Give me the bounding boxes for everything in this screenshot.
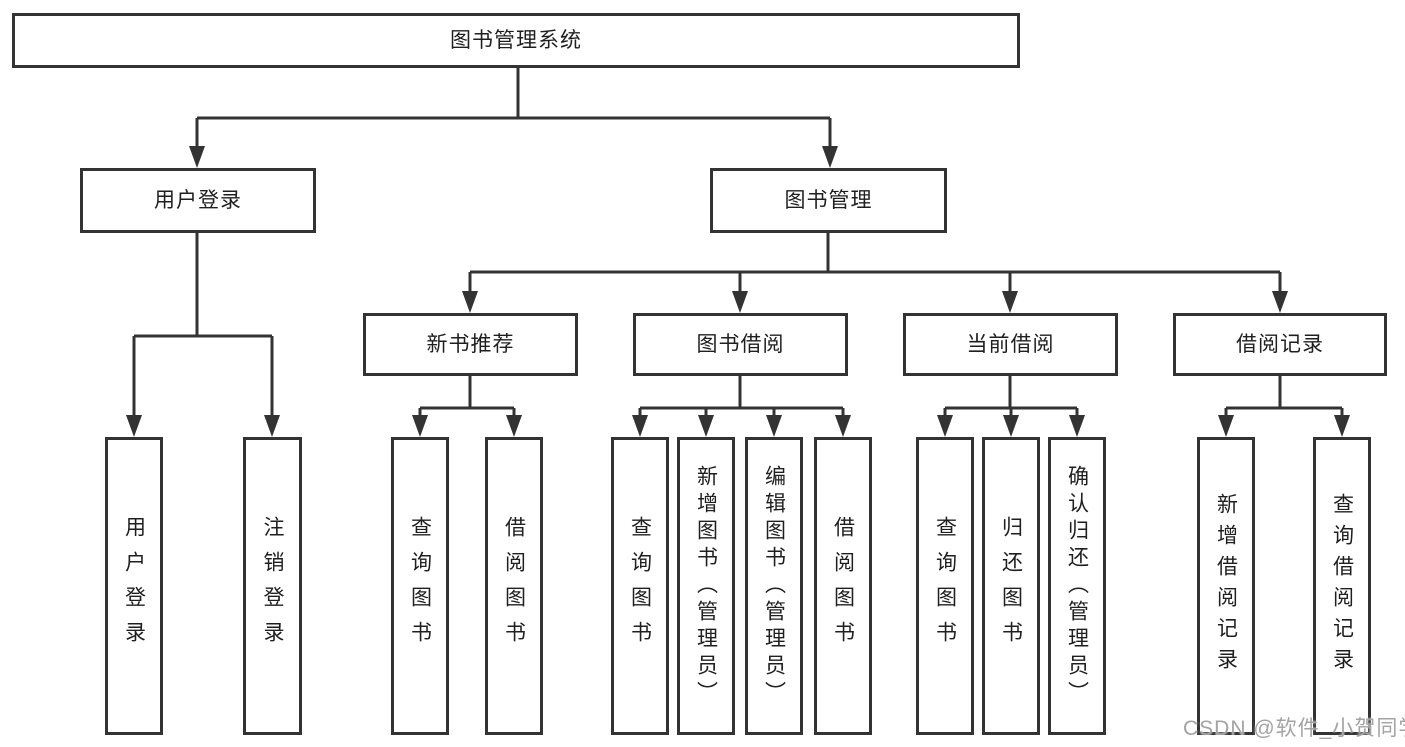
arrowhead-icon [835, 415, 851, 437]
node-book-mgmt: 图书管理 [710, 168, 947, 233]
node-leaf-borrow-book-1: 借阅图书 [485, 437, 543, 735]
node-leaf-query-book-3: 查询图书 [916, 437, 974, 735]
connector-book-mgmt-to-level3 [468, 233, 1282, 293]
arrowhead-icon [937, 415, 953, 437]
arrowhead-icon [732, 291, 748, 313]
arrowhead-icon [1218, 415, 1234, 437]
arrowhead-icon [632, 415, 648, 437]
connector-new-book-rec-to-leaves [418, 376, 516, 417]
arrowhead-icon [698, 415, 714, 437]
arrowhead-icon [1334, 415, 1350, 437]
arrowhead-icon [264, 415, 280, 437]
arrowhead-icon [189, 146, 205, 168]
node-leaf-query-record: 查询借阅记录 [1313, 437, 1371, 735]
node-leaf-confirm-return: 确认归还（管理员） [1048, 437, 1106, 735]
node-leaf-query-book-1: 查询图书 [391, 437, 449, 735]
node-user-login: 用户登录 [80, 168, 316, 233]
node-leaf-return-book: 归还图书 [982, 437, 1040, 735]
node-leaf-add-record: 新增借阅记录 [1197, 437, 1255, 735]
arrowhead-icon [1069, 415, 1085, 437]
csdn-watermark: CSDN @软件_小贺同学 [1183, 717, 1405, 740]
connector-user-login-to-leaves [132, 233, 274, 417]
arrowhead-icon [766, 415, 782, 437]
connector-borrow-record-to-leaves [1224, 376, 1344, 417]
node-borrow-record: 借阅记录 [1173, 313, 1387, 376]
node-leaf-logout: 注销登录 [243, 437, 302, 735]
arrowhead-icon [822, 146, 838, 168]
arrowhead-icon [462, 291, 478, 313]
connector-current-borrow-to-leaves [943, 376, 1079, 417]
arrowhead-icon [412, 415, 428, 437]
arrowheads [126, 146, 1350, 437]
connector-root-to-level2 [195, 68, 832, 148]
arrowhead-icon [1003, 415, 1019, 437]
arrowhead-icon [1272, 291, 1288, 313]
node-leaf-user-login: 用户登录 [105, 437, 163, 735]
node-root: 图书管理系统 [12, 13, 1020, 68]
node-current-borrow: 当前借阅 [903, 313, 1118, 376]
node-leaf-borrow-book-2: 借阅图书 [814, 437, 872, 735]
arrowhead-icon [126, 415, 142, 437]
arrowhead-icon [1002, 291, 1018, 313]
connector-book-borrow-to-leaves [638, 376, 845, 417]
node-leaf-add-book: 新增图书（管理员） [677, 437, 735, 735]
node-leaf-edit-book: 编辑图书（管理员） [745, 437, 803, 735]
node-new-book-rec: 新书推荐 [363, 313, 578, 376]
arrowhead-icon [506, 415, 522, 437]
node-book-borrow: 图书借阅 [633, 313, 848, 376]
node-leaf-query-book-2: 查询图书 [611, 437, 669, 735]
